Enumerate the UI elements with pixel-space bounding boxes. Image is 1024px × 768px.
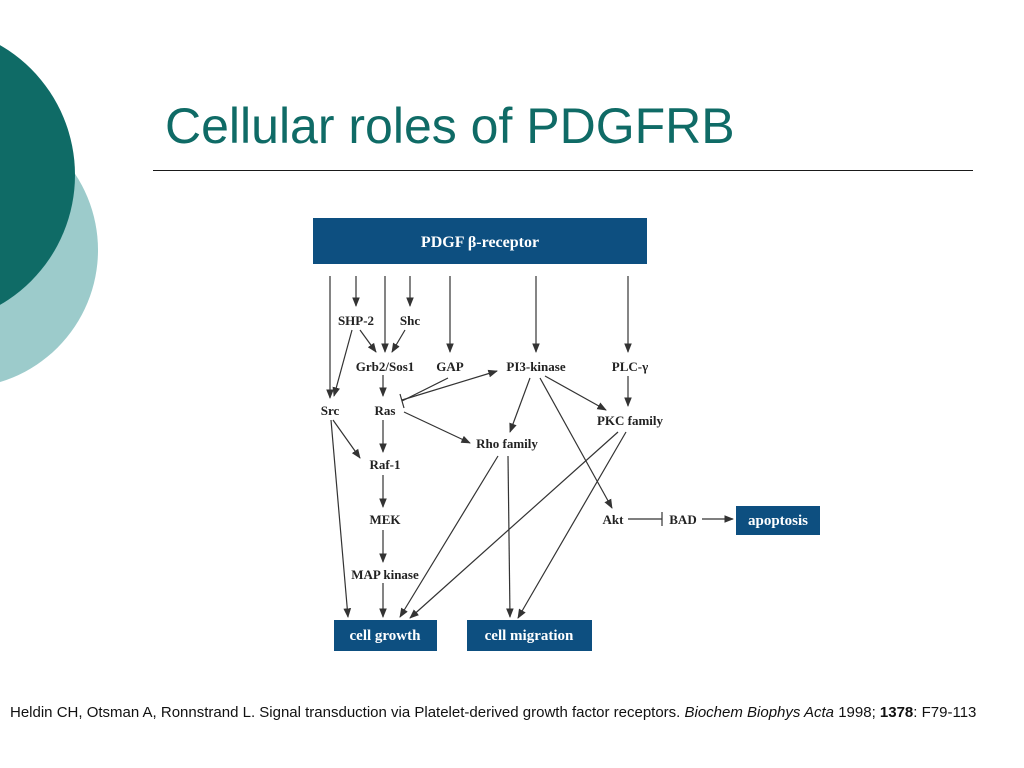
node-plc-gamma: PLC-γ (612, 359, 648, 374)
arrow-pi3k-pkc (544, 375, 607, 411)
citation-journal: Biochem Biophys Acta (684, 704, 835, 721)
outcome-cell-growth: cell growth (334, 620, 437, 651)
node-bad: BAD (669, 512, 696, 527)
node-grb2-sos1: Grb2/Sos1 (356, 359, 415, 374)
decorative-circles (0, 0, 140, 420)
outcome-cell-migration: cell migration (467, 620, 592, 651)
arrow-pkc-cellgrowth (409, 431, 619, 619)
arrow-rho-cellmigration (506, 455, 514, 618)
node-src: Src (321, 403, 340, 418)
arrow-ras-rho (403, 411, 471, 444)
receptor-label: PDGF β-receptor (421, 234, 539, 251)
citation: Heldin CH, Otsman A, Ronnstrand L. Signa… (10, 703, 1000, 723)
citation-year: 1998; (834, 704, 880, 721)
arrow-shc-grb2 (391, 329, 406, 353)
citation-authors-title: Heldin CH, Otsman A, Ronnstrand L. Signa… (10, 704, 685, 721)
node-pi3-kinase: PI3-kinase (506, 359, 565, 374)
outcome-cell-growth-label: cell growth (350, 628, 422, 644)
arrow-ras-pi3k (401, 369, 498, 401)
arrow-pi3k-akt (539, 377, 613, 509)
slide-title: Cellular roles of PDGFRB (165, 98, 735, 154)
node-mek: MEK (369, 512, 401, 527)
arrow-pi3k-rho (509, 377, 531, 433)
citation-volume: 1378 (879, 704, 914, 721)
outcome-cell-migration-label: cell migration (485, 628, 574, 644)
node-gap: GAP (436, 359, 464, 374)
node-shp2: SHP-2 (338, 313, 374, 328)
inhibit-gap-ras (401, 377, 449, 402)
dark-teal-circle (0, 45, 75, 305)
node-akt: Akt (603, 512, 625, 527)
title-underline (153, 170, 973, 171)
node-rho-family: Rho family (476, 436, 538, 451)
inhibition-lines (399, 377, 663, 526)
node-raf1: Raf-1 (369, 457, 400, 472)
node-shc: Shc (400, 313, 420, 328)
pathway-nodes: SHP-2 Shc Grb2/Sos1 GAP PI3-kinase PLC-γ… (321, 313, 697, 582)
arrow-shp2-src (332, 329, 353, 397)
node-map-kinase: MAP kinase (351, 567, 419, 582)
arrow-src-raf1 (332, 419, 361, 459)
arrow-rho-cellgrowth (399, 455, 499, 618)
node-ras: Ras (375, 403, 396, 418)
citation-pages: : F79-113 (913, 704, 977, 721)
outcome-apoptosis-label: apoptosis (748, 513, 808, 529)
node-pkc-family: PKC family (597, 413, 664, 428)
arrow-src-cellgrowth (330, 419, 352, 618)
pathway-arrows (326, 276, 734, 619)
outcome-apoptosis: apoptosis (736, 506, 820, 535)
arrow-pkc-cellmigration (517, 431, 627, 619)
receptor-box: PDGF β-receptor (313, 218, 647, 264)
arrow-shp2-grb2 (359, 329, 377, 353)
